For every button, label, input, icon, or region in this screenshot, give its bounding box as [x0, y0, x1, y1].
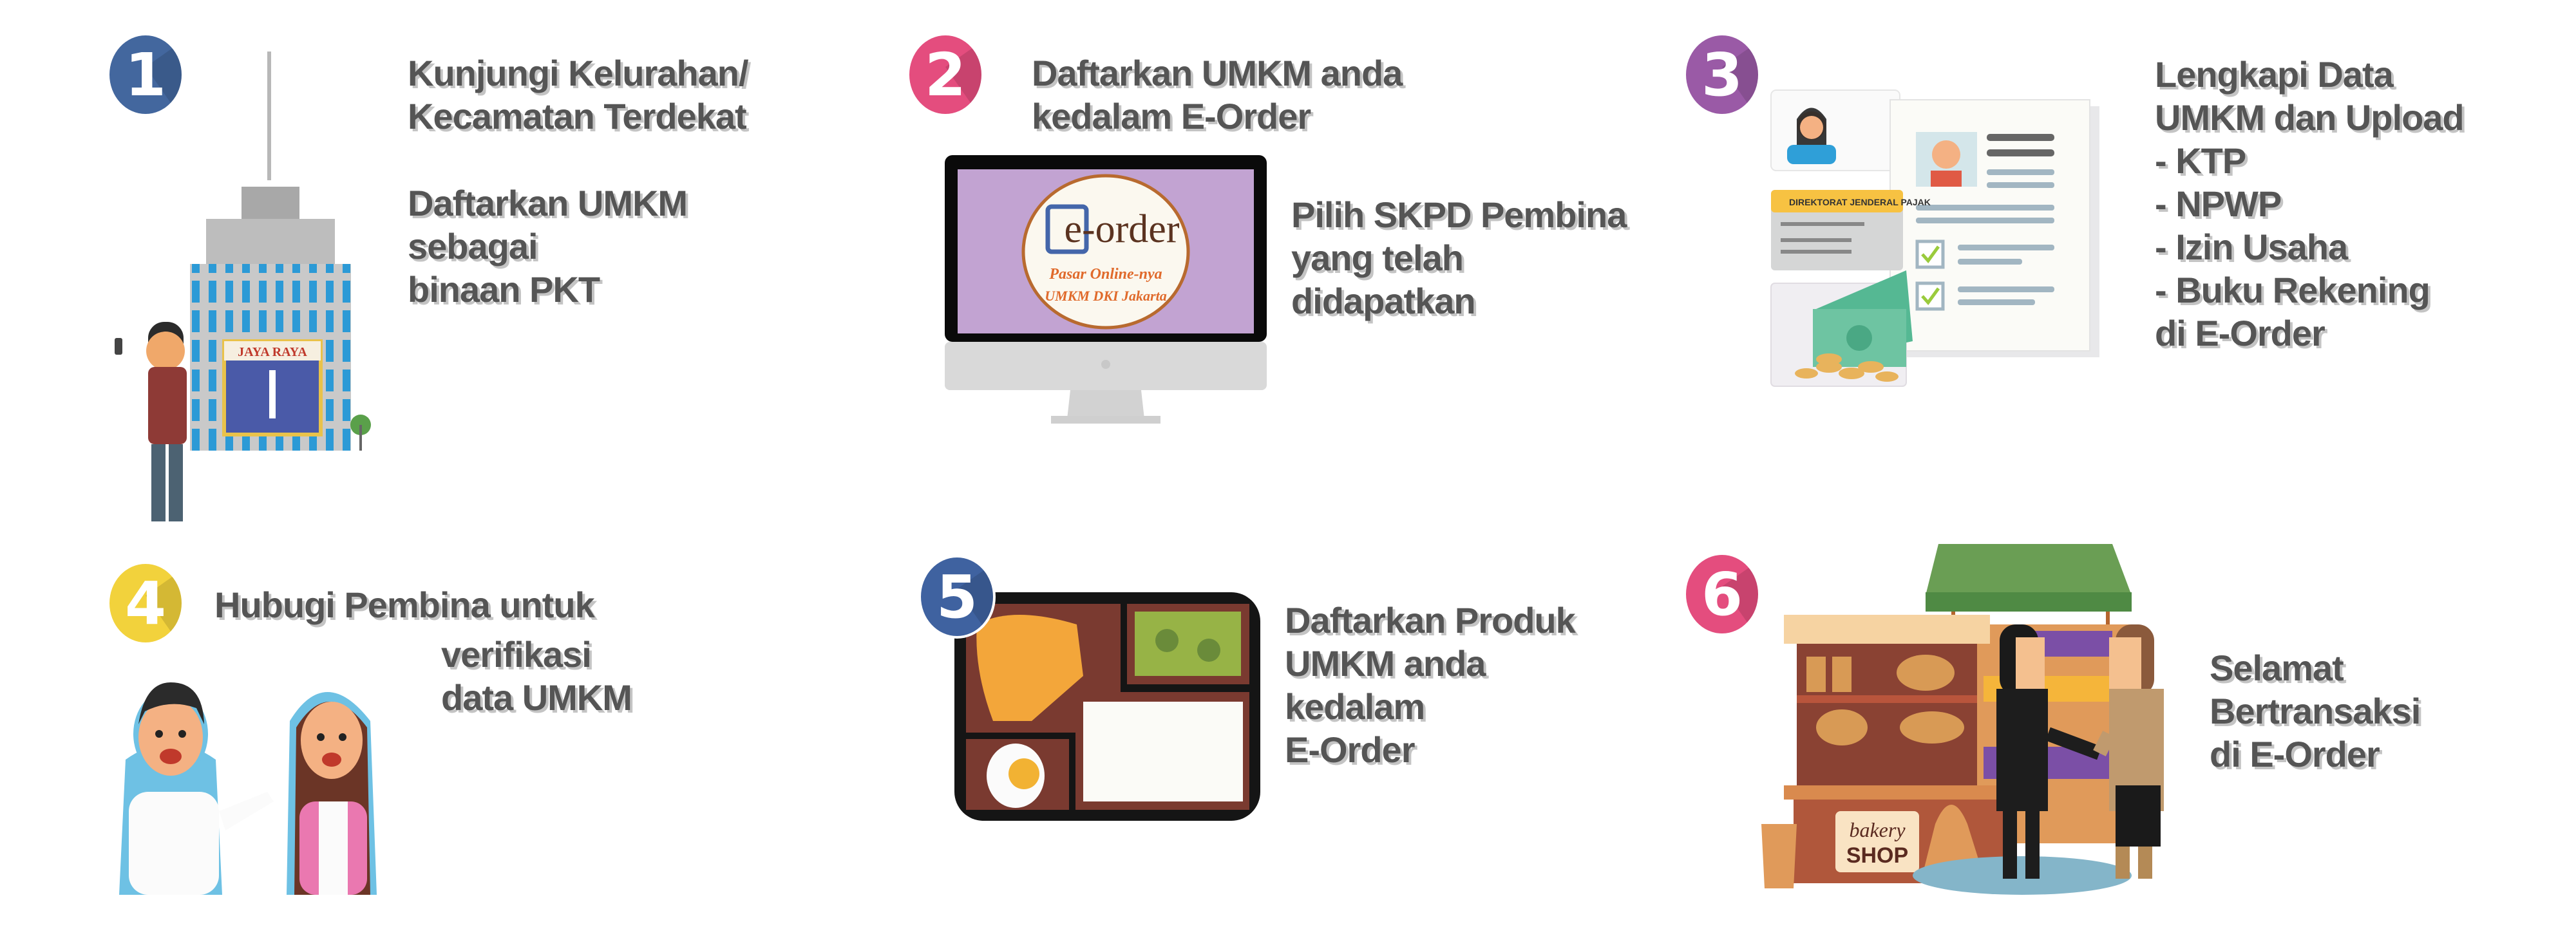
step-6-line: di E-Order [2210, 734, 2380, 774]
step-2-line: kedalam E-Order [1032, 96, 1311, 136]
step-5-number: 5 [936, 562, 978, 632]
step-3-line: - Izin Usaha [2155, 227, 2348, 267]
step-1-badge: 1 [109, 35, 182, 114]
step-3-line: - KTP [2155, 140, 2246, 181]
step-1-line: Kecamatan Terdekat [408, 96, 747, 136]
step-4-subline: verifikasi [441, 634, 592, 675]
market-handshake-illustration: bakery SHOP [1761, 544, 2164, 895]
monitor-illustration: e-order Pasar Online-nya UMKM DKI Jakart… [945, 155, 1267, 424]
step-3-line: di E-Order [2155, 313, 2325, 353]
step-1-number: 1 [124, 40, 166, 109]
step-6-badge: 6 [1686, 555, 1758, 633]
jaya-raya-banner: JAYA RAYA [238, 345, 307, 359]
step-2-subline: didapatkan [1291, 281, 1476, 321]
step-1-subtext: Daftarkan UMKM sebagai binaan PKT [408, 182, 688, 311]
step-5-badge: 5 [918, 555, 996, 639]
step-3-number: 3 [1701, 40, 1743, 109]
step-6-number: 6 [1701, 559, 1743, 629]
step-4-text: Hubugi Pembina untuk [214, 583, 595, 626]
government-building-illustration: JAYA RAYA [115, 52, 371, 521]
step-5-text: Daftarkan Produk UMKM anda kedalam E-Ord… [1285, 599, 1576, 771]
bakery-sign-line2: SHOP [1846, 843, 1908, 868]
step-3-line: - NPWP [2155, 183, 2282, 224]
eorder-logo-sub2: UMKM DKI Jakarta [1045, 288, 1166, 304]
step-3-line: - Buku Rekening [2155, 270, 2430, 310]
step-1-subline: sebagai [408, 226, 538, 267]
bento-box-illustration [954, 592, 1260, 821]
step-2-subline: yang telah [1291, 238, 1464, 278]
step-1-subline: binaan PKT [408, 269, 600, 310]
step-4-subline: data UMKM [441, 677, 632, 718]
step-6-line: Selamat [2210, 648, 2344, 688]
step-3-text: Lengkapi Data UMKM dan Upload - KTP - NP… [2155, 53, 2465, 355]
eorder-logo-sub1: Pasar Online-nya [1048, 266, 1162, 283]
bakery-sign-line1: bakery [1849, 818, 1906, 841]
step-2-text: Daftarkan UMKM anda kedalam E-Order [1032, 52, 1403, 138]
step-2-subline: Pilih SKPD Pembina [1291, 194, 1627, 235]
step-4-subtext: verifikasi data UMKM [441, 633, 632, 719]
step-1-subline: Daftarkan UMKM [408, 183, 688, 223]
step-4-badge: 4 [109, 564, 182, 642]
step-3-line: Lengkapi Data [2155, 54, 2394, 95]
step-5-line: UMKM anda [1285, 643, 1486, 684]
eorder-logo-title: e-order [1065, 207, 1180, 251]
step-2-number: 2 [924, 40, 966, 109]
tax-card-header: DIREKTORAT JENDERAL PAJAK [1789, 197, 1931, 207]
step-1-line: Kunjungi Kelurahan/ [408, 53, 749, 93]
step-6-line: Bertransaksi [2210, 691, 2421, 731]
step-4-number: 4 [124, 568, 166, 638]
step-3-badge: 3 [1686, 35, 1758, 114]
documents-illustration: DIREKTORAT JENDERAL PAJAK [1770, 89, 2099, 387]
people-talking-illustration [119, 682, 377, 895]
step-2-line: Daftarkan UMKM anda [1032, 53, 1403, 93]
step-3-line: UMKM dan Upload [2155, 97, 2465, 138]
step-2-badge: 2 [909, 35, 981, 114]
step-6-text: Selamat Bertransaksi di E-Order [2210, 646, 2421, 776]
step-5-line: kedalam [1285, 686, 1425, 727]
step-5-line: E-Order [1285, 729, 1415, 770]
step-2-subtext: Pilih SKPD Pembina yang telah didapatkan [1291, 193, 1627, 323]
step-4-line: Hubugi Pembina untuk [214, 585, 595, 625]
step-1-text: Kunjungi Kelurahan/ Kecamatan Terdekat [408, 52, 749, 138]
step-5-line: Daftarkan Produk [1285, 600, 1576, 641]
